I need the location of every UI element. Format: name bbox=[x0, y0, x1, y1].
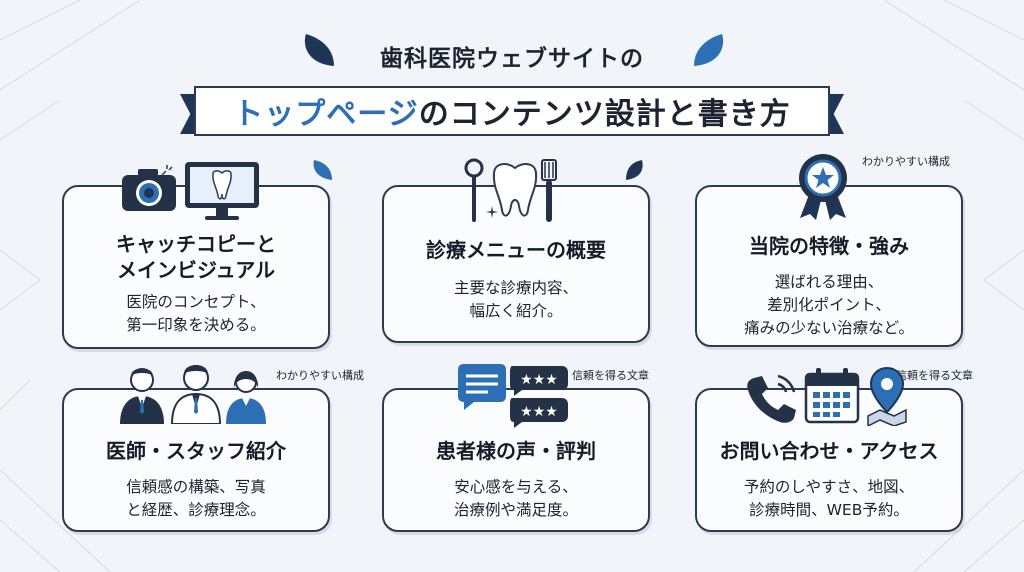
card-desc-line: 選ばれる理由、 bbox=[774, 273, 884, 291]
card-title: 医師・スタッフ紹介 bbox=[64, 438, 328, 464]
title-line-1: 歯科医院ウェブサイトの bbox=[380, 46, 644, 72]
card-title-line: 医師・スタッフ紹介 bbox=[106, 439, 286, 463]
card-desc-line: 予約のしやすさ、地図、 bbox=[743, 478, 915, 496]
card-desc-line: と経歴、診療理念。 bbox=[126, 501, 266, 519]
sparkle-icon bbox=[486, 206, 498, 218]
card-title-line: お問い合わせ・アクセス bbox=[719, 439, 939, 463]
staff-group-icon bbox=[120, 365, 266, 424]
card-description: 主要な診療内容、 幅広く紹介。 bbox=[384, 277, 648, 323]
card-title-line: メインビジュアル bbox=[117, 258, 275, 282]
card-title: 診療メニューの概要 bbox=[384, 237, 648, 263]
title-highlight: トップページ bbox=[233, 97, 419, 132]
card-desc-line: 診療時間、WEB予約。 bbox=[749, 501, 909, 519]
svg-text:★★★: ★★★ bbox=[520, 404, 558, 420]
card-title: 患者様の声・評判 bbox=[384, 438, 648, 464]
card-description: 医院のコンセプト、 第一印象を決める。 bbox=[64, 291, 328, 337]
card-title-line: 診療メニューの概要 bbox=[426, 238, 606, 262]
card-title-line: 患者様の声・評判 bbox=[436, 439, 596, 463]
camera-icon bbox=[122, 169, 176, 211]
card-description: 信頼感の構築、写真 と経歴、診療理念。 bbox=[64, 476, 328, 522]
dental-mirror-icon bbox=[464, 158, 484, 222]
card-title: お問い合わせ・アクセス bbox=[697, 438, 961, 464]
tag-label: わかりやすい構成 bbox=[276, 369, 364, 382]
banner-face: トップページのコンテンツ設計と書き方 bbox=[194, 86, 830, 136]
card-desc-line: 安心感を与える、 bbox=[454, 478, 578, 496]
phone-icon bbox=[747, 374, 796, 423]
right-leaf-icon bbox=[694, 34, 724, 66]
title-banner: トップページのコンテンツ設計と書き方 bbox=[180, 82, 844, 140]
card-title-line: 当院の特徴・強み bbox=[749, 234, 909, 258]
card-desc-line: 信頼感の構築、写真 bbox=[126, 478, 266, 496]
card-menu: 診療メニューの概要 主要な診療内容、 幅広く紹介。 bbox=[382, 185, 650, 343]
svg-text:★★★: ★★★ bbox=[520, 372, 558, 388]
toothbrush-icon bbox=[541, 159, 557, 222]
card-description: 予約のしやすさ、地図、 診療時間、WEB予約。 bbox=[697, 476, 961, 522]
tag-label: 信頼を得る文章 bbox=[896, 369, 973, 382]
title-rest: のコンテンツ設計と書き方 bbox=[418, 97, 791, 132]
map-pin-icon bbox=[867, 366, 907, 426]
card-title-line: キャッチコピーと bbox=[116, 232, 276, 256]
leaf-icon bbox=[313, 160, 332, 180]
sparkle-icon bbox=[161, 165, 173, 176]
page-title-block: 歯科医院ウェブサイトの トップページのコンテンツ設計と書き方 bbox=[180, 30, 844, 140]
card-desc-line: 差別化ポイント、 bbox=[767, 296, 891, 314]
left-leaf-icon bbox=[304, 34, 334, 66]
card-desc-line: 第一印象を決める。 bbox=[126, 316, 266, 334]
title-line-2: トップページのコンテンツ設計と書き方 bbox=[233, 89, 790, 133]
calendar-icon bbox=[804, 368, 860, 424]
monitor-tooth-icon bbox=[185, 162, 259, 220]
card-desc-line: 幅広く紹介。 bbox=[469, 302, 563, 320]
card-description: 安心感を与える、 治療例や満足度。 bbox=[384, 476, 648, 522]
card-desc-line: 痛みの少ない治療など。 bbox=[744, 319, 914, 337]
tooth-icon bbox=[492, 163, 538, 217]
card-description: 選ばれる理由、 差別化ポイント、 痛みの少ない治療など。 bbox=[697, 271, 961, 340]
tag-label: 信頼を得る文章 bbox=[572, 369, 649, 382]
card-features: 当院の特徴・強み 選ばれる理由、 差別化ポイント、 痛みの少ない治療など。 bbox=[695, 185, 963, 347]
card-desc-line: 主要な診療内容、 bbox=[453, 279, 578, 297]
award-badge-icon bbox=[799, 154, 847, 220]
tag-label: わかりやすい構成 bbox=[862, 155, 950, 168]
chat-bubbles-icon: ★★★ ★★★ bbox=[458, 364, 568, 428]
card-catchcopy: キャッチコピーと メインビジュアル 医院のコンセプト、 第一印象を決める。 bbox=[62, 185, 330, 349]
card-desc-line: 治療例や満足度。 bbox=[453, 501, 578, 519]
card-desc-line: 医院のコンセプト、 bbox=[126, 293, 266, 311]
card-title: キャッチコピーと メインビジュアル bbox=[64, 231, 328, 283]
leaf-icon bbox=[626, 160, 643, 180]
card-title: 当院の特徴・強み bbox=[697, 233, 961, 259]
